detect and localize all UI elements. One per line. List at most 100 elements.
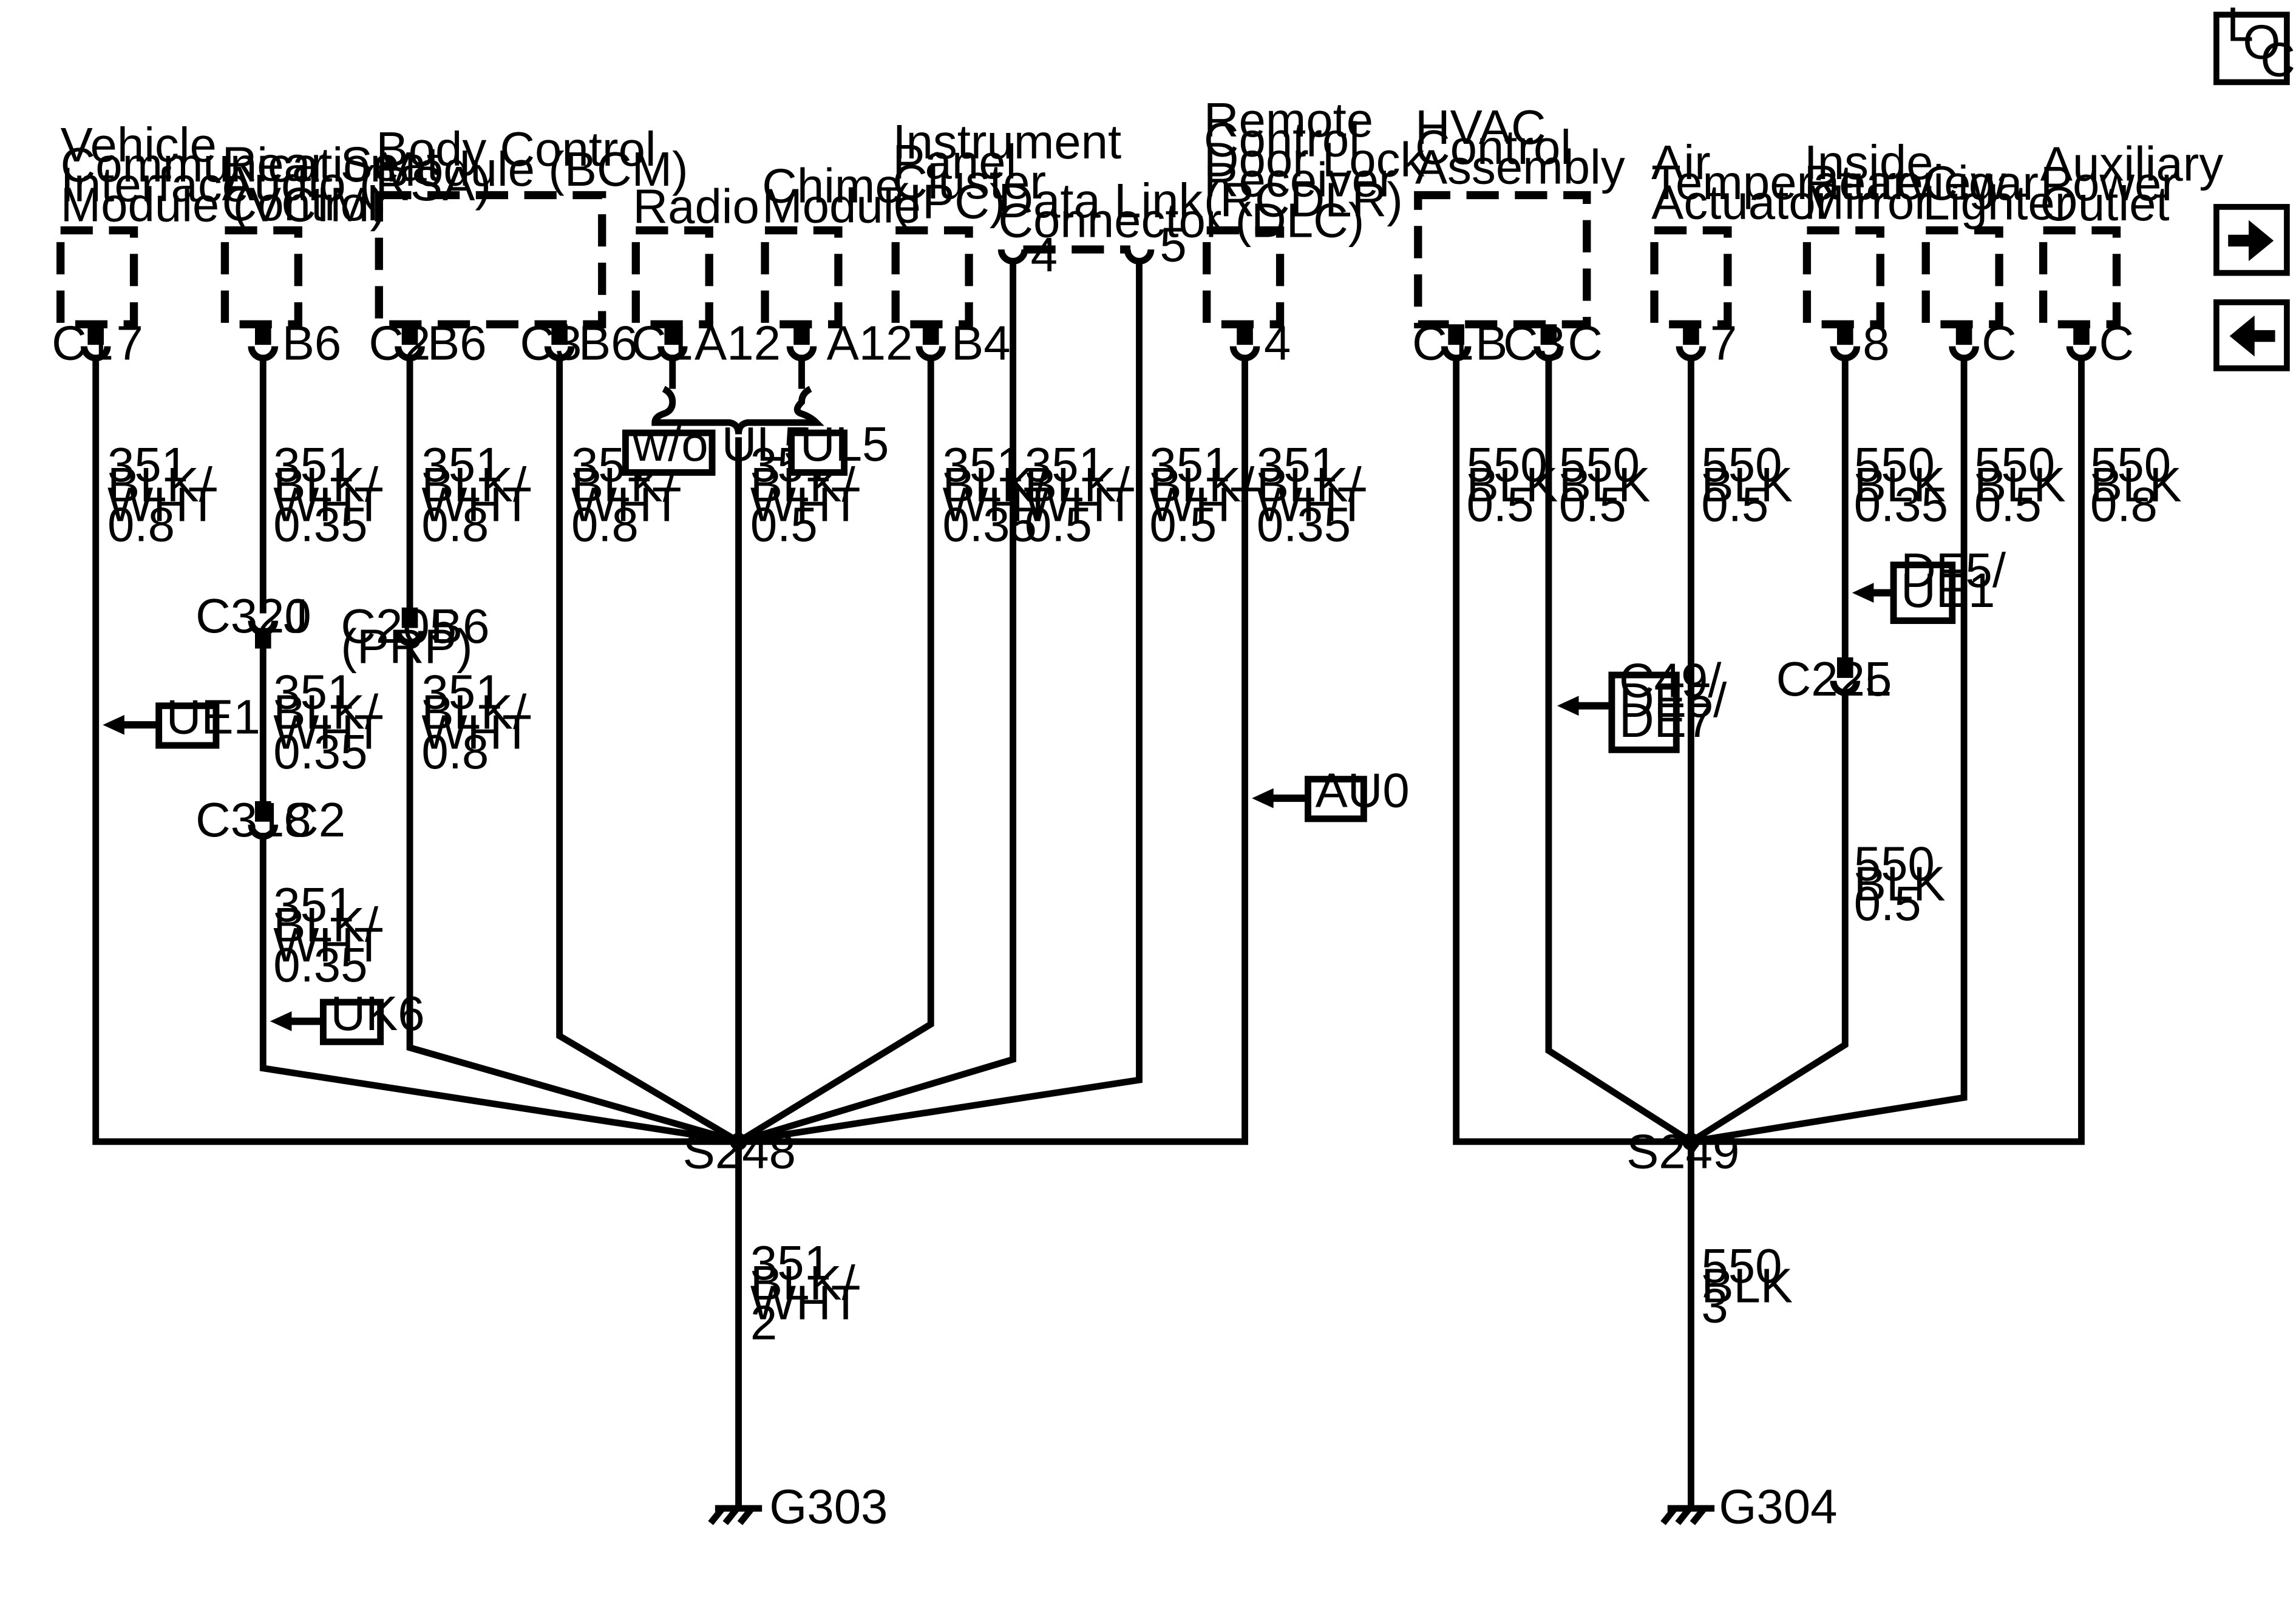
c318-pin-label: C2 [284, 793, 345, 847]
radio-conn-label: C1 [631, 316, 693, 370]
hvac-c1-pin-label: B [1475, 316, 1507, 370]
c49-de5-de7-option[interactable]: C49/DE5/DE7 [1557, 653, 1727, 753]
c225-connector [1830, 657, 1861, 696]
chime-label-line-2: Module [762, 178, 921, 232]
dlc-label-line-1: Data Link [998, 174, 1203, 228]
c320-pin-label: J [284, 589, 308, 643]
rsa-wire-label-top-line-3: WHT [273, 478, 384, 532]
rsa-wire-label-bot-line-4: 0.35 [273, 938, 367, 992]
rcdlr-label-line-2: Control [1204, 113, 1360, 167]
dlc-4-wire-label-line-2: BLK/ [1025, 458, 1130, 512]
bcm-c2-wire-label-bot-line-1: 351 [421, 665, 502, 719]
vcim-label: VehicleCommunicationInterfaceModule (VCI… [61, 118, 397, 232]
aux-label-line-3: Outlet [2040, 177, 2170, 231]
df5-label: DF5/UE1 [1901, 543, 2006, 617]
aux-terminal [2066, 346, 2097, 362]
ground-left-icon [708, 1505, 763, 1525]
loc-button[interactable]: L O C [2213, 0, 2295, 87]
vcim-terminal [80, 346, 111, 362]
aux-box [2039, 226, 2121, 328]
loc-letter-l: L [2227, 0, 2254, 52]
radio-box [631, 226, 713, 328]
rcdlr-label-line-4: Receiver [1204, 152, 1395, 206]
wo-ul5-option[interactable]: w/o UL5 [622, 417, 810, 476]
rsa-wire-label-bot: 351BLK/WHT0.35 [273, 878, 384, 992]
s248-label: S248 [683, 1124, 796, 1178]
g304-label: G304 [1719, 1479, 1837, 1533]
au0-option[interactable]: AU0 [1252, 764, 1410, 822]
bcm-c3-wire-label-line-3: WHT [571, 478, 682, 532]
ipc-label-line-2: Panel [892, 135, 1016, 189]
rcdlr-label-line-1: Remote [1204, 93, 1373, 147]
ipc-wire-label-line-1: 351 [943, 438, 1024, 492]
dlc-5-wire-label-line-3: WHT [1149, 478, 1260, 532]
df5-box [1890, 561, 1956, 625]
dlc-5-wire-label-line-1: 351 [1149, 438, 1230, 492]
dlc-4-wire-label-line-3: WHT [1025, 478, 1135, 532]
mirror-label: InsideRearviewMirror [1804, 135, 2006, 229]
hvac-c1-wire-label-line-1: 550 [1467, 438, 1547, 492]
ue1-arrow-icon [103, 714, 158, 735]
mirror-label-line-1: Inside [1804, 135, 1934, 189]
air-temp-label: AirTemperatureActuator [1651, 135, 1923, 229]
hvac-label: HVACControlAssembly [1415, 100, 1625, 194]
radio-label: Radio [633, 179, 759, 233]
dlc-4-wire-label-line-4: 0.5 [1025, 498, 1092, 552]
rsa-box [220, 226, 302, 328]
cigar-box [1921, 226, 2003, 328]
uk6-option[interactable]: UK6 [270, 986, 425, 1045]
bcm-c3-pin-label: B6 [579, 316, 638, 370]
aux-label: AuxiliaryPowerOutlet [2040, 137, 2224, 231]
au0-label: AU0 [1316, 764, 1410, 818]
chime-pin-label: A12 [827, 316, 913, 370]
ue1-option[interactable]: UE1 [103, 690, 260, 749]
air-temp-label-line-2: Temperature [1651, 155, 1923, 209]
hvac-c3-wire [1545, 358, 1693, 1145]
ul5-box [788, 429, 848, 476]
rsa-wire-label-mid-line-4: 0.35 [273, 725, 367, 779]
aux-label-line-2: Power [2040, 157, 2178, 211]
bcm-c2-wire-label-top-line-3: WHT [421, 478, 532, 532]
dlc-5-wire-label: 351BLK/WHT0.5 [1149, 438, 1260, 552]
uk6-box [319, 998, 384, 1045]
ipc-wire-label-line-2: BLK/ [943, 458, 1048, 512]
rcdlr-box [1203, 226, 1285, 328]
ul5-option[interactable]: UL5 [788, 417, 889, 476]
vcim-wire-label-line-2: BLK/ [107, 458, 213, 512]
hvac-c3-wire-label-line-1: 550 [1559, 438, 1640, 492]
c205-terminal [395, 631, 425, 646]
c49-box [1608, 671, 1680, 753]
loc-letter-o: O [2243, 15, 2280, 69]
dlc-5-wire-label-line-2: BLK/ [1149, 458, 1255, 512]
rcdlr-label: RemoteControlDoor LockReceiver(RCDLR) [1204, 93, 1425, 227]
ul5-label: UL5 [800, 417, 889, 471]
prev-page-button[interactable] [2213, 299, 2290, 371]
rsa-wire-label-top-line-1: 351 [273, 438, 354, 492]
mirror-label-line-2: Rearview [1804, 155, 2006, 209]
df5-ue1-option[interactable]: DF5/UE1 [1852, 543, 2006, 625]
rsa-wire-label-bot-line-3: WHT [273, 918, 384, 972]
cigar-label: CigarLighter [1923, 156, 2071, 230]
mirror-wire-bot [1689, 691, 1849, 1145]
aux-wire-label-line-1: 550 [2090, 438, 2171, 492]
dlc-pin-4-label: 4 [1031, 228, 1058, 282]
pin-terminals [80, 324, 2097, 362]
wo-ul5-box [622, 429, 716, 476]
dlc-4-wire-label: 351BLK/WHT0.5 [1025, 438, 1135, 552]
ground-left-wire-label-line-1: 351 [750, 1236, 831, 1290]
df5-label-line-2: UE1 [1901, 563, 1995, 617]
s249-splice-dot [1682, 1133, 1700, 1151]
bcm-label-line-1: Body Control [376, 122, 656, 176]
rsa-label-line-3: Control [222, 177, 378, 231]
mirror-wire-label-bot-line-3: 0.5 [1854, 876, 1921, 931]
mirror-box [1802, 226, 1884, 328]
c225-name: C225 [1776, 652, 1892, 706]
radio-terminal [657, 346, 688, 362]
option-bracket [651, 385, 824, 435]
hvac-label-line-3: Assembly [1415, 140, 1625, 194]
mirror-pin-label: 8 [1863, 316, 1889, 370]
rsa-label-line-2: Audio (RSA) [222, 157, 491, 211]
c320-connector [248, 620, 279, 649]
next-page-button[interactable] [2213, 204, 2290, 276]
